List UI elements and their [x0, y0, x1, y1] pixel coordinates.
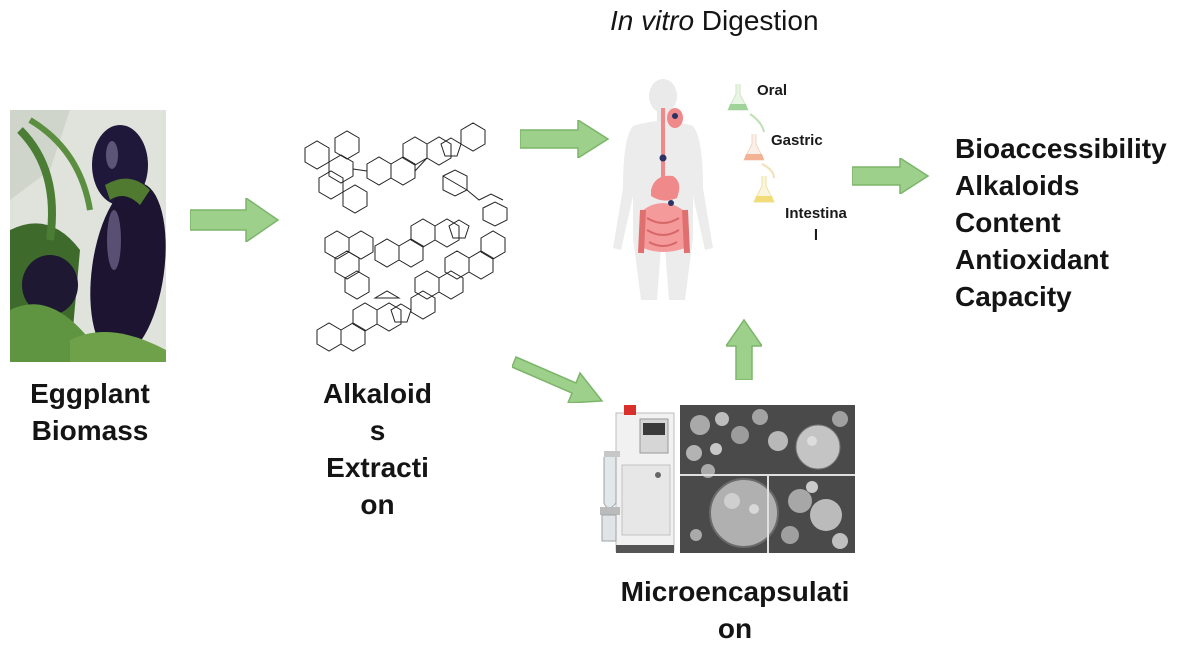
digestion-title: In vitro Digestion: [610, 2, 819, 39]
extraction-label-line1: Alkaloid: [323, 378, 432, 409]
eggplant-photo: [10, 110, 166, 362]
arrow-extraction-to-encapsulation: [512, 356, 604, 403]
encapsulation-label-line2: on: [717, 613, 753, 644]
outcomes-list: Bioaccessibility Alkaloids Content Antio…: [955, 130, 1195, 315]
phase-intestinal-line1: Intestina: [785, 205, 847, 222]
arrow-extraction-to-digestion: [520, 120, 610, 158]
extraction-label: Alkaloid s Extracti on: [290, 375, 465, 523]
extraction-label-line2: s: [369, 415, 386, 446]
phase-oral: Oral: [757, 82, 788, 99]
digestion-title-rest: Digestion: [694, 5, 819, 36]
phase-intestinal-line2: l: [813, 227, 819, 244]
encapsulation-label: Microencapsulati on: [590, 573, 880, 647]
outcome-line3: Content: [955, 207, 1061, 238]
biomass-label-line1: Eggplant: [30, 378, 150, 409]
arrow-biomass-to-extraction: [190, 198, 280, 242]
arrow-encapsulation-to-digestion: [726, 318, 762, 380]
human-digestive-figure: [613, 79, 713, 300]
spray-dryer-image: [600, 405, 675, 553]
extraction-label-line4: on: [360, 489, 395, 520]
biomass-label-line2: Biomass: [31, 415, 149, 446]
digestion-phase-flasks: [727, 84, 775, 203]
outcome-line5: Capacity: [955, 281, 1072, 312]
sem-micrograph-image: [680, 405, 855, 555]
alkaloid-structures-image: [304, 122, 508, 352]
extraction-label-line3: Extracti: [326, 452, 429, 483]
phase-intestinal: Intestina l: [776, 203, 856, 247]
outcome-line4: Antioxidant: [955, 244, 1109, 275]
biomass-label: Eggplant Biomass: [0, 375, 180, 449]
outcome-line2: Alkaloids: [955, 170, 1080, 201]
phase-gastric: Gastric: [771, 132, 823, 149]
digestion-title-italic: In vitro: [610, 5, 695, 36]
outcome-line1: Bioaccessibility: [955, 133, 1167, 164]
encapsulation-label-line1: Microencapsulati: [620, 576, 850, 607]
arrow-digestion-to-outcomes: [852, 158, 930, 194]
